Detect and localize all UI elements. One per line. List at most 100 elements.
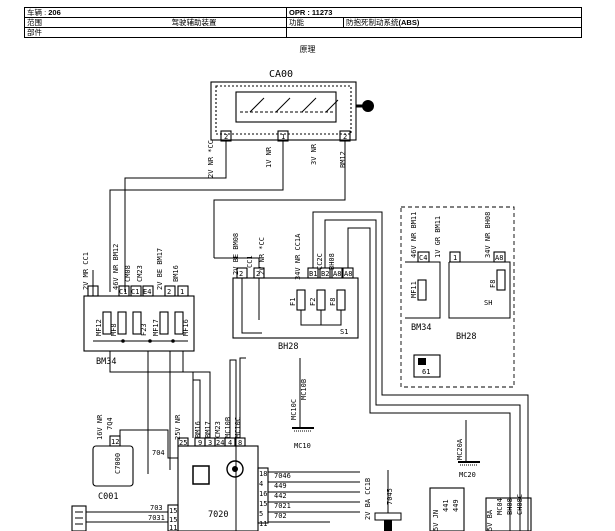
unit-conn-f: MC10C xyxy=(234,417,242,438)
unit-pin-t4: 24 xyxy=(216,439,224,447)
bh28-pin-4: B2 xyxy=(321,270,329,278)
bm34-left-fusebox: 2V MR CC1 46V NR BM12 CM08 CM23 2V BE BM… xyxy=(82,244,195,367)
unit-pin-r1: 18 xyxy=(259,470,267,478)
chip-icon xyxy=(192,465,210,485)
abs-control-unit: 25V NR BM16 BM17 CM23 MC10B MC10C 25 9 3… xyxy=(167,414,269,531)
optional-group: 46V NR BM11 1V GR BM11 34V NR BH08 C4 1 … xyxy=(400,206,515,388)
bh28-pin-1: 2 xyxy=(239,270,243,278)
bot-conn-g: MC04 xyxy=(496,498,504,515)
bot-conn-b: 7045 xyxy=(386,488,394,505)
bh28r-conn-a: 34V NR BH08 xyxy=(484,212,492,258)
unit-pin-t5: 4 xyxy=(228,439,232,447)
unit-pin-l2: 15 xyxy=(169,516,177,524)
wire-702: 702 xyxy=(274,512,287,520)
bh28-fusebox: 2V BE BM08 CC1 2V NR *CC 34V NR CC1A CC2… xyxy=(232,233,359,352)
unit-pin-r3: 16 xyxy=(259,490,267,498)
unit-conn-b: BM16 xyxy=(194,421,202,438)
unit-pin-l1: 15 xyxy=(169,507,177,515)
fuse-f1: F1 xyxy=(289,298,297,306)
c7000-pin: 12 xyxy=(111,438,119,446)
unit-conn-e: MC10B xyxy=(224,417,232,438)
unit-pin-t3: 3 xyxy=(208,439,212,447)
ca00-conn-d: BM12 xyxy=(339,151,347,168)
mc10-conn-b: MC10B xyxy=(300,379,308,400)
bm34-conn-c: CM08 xyxy=(124,265,132,282)
ca00-conn-a: 2V NR *CC xyxy=(207,140,215,178)
bot-conn-a: 2V BA CC1B xyxy=(364,478,372,520)
bot-conn-d: 441 xyxy=(442,499,450,512)
key-icon xyxy=(362,100,374,112)
bm34-right-label: BM34 xyxy=(411,323,431,333)
bh28-conn-f: BH08 xyxy=(328,253,336,270)
part-value-cell xyxy=(286,27,582,38)
bot-conn-e: 449 xyxy=(452,499,460,512)
bottom-right-connectors: 2V BA CC1B 7045 5V JN 441 449 5V BA MC04… xyxy=(364,470,532,531)
bot-conn-h: BH08 xyxy=(506,498,514,515)
fuse-mf16: MF16 xyxy=(182,319,190,336)
bm34r-pin-2: 1 xyxy=(453,254,457,262)
bh28-pin-5: A8 xyxy=(333,270,341,278)
bot-conn-c: 5V JN xyxy=(432,510,440,531)
unit-7020-label: 7020 xyxy=(208,510,228,520)
bh28-conn-c: 2V NR *CC xyxy=(258,237,266,275)
mc20-label: MC20 xyxy=(459,471,476,479)
wire-449: 449 xyxy=(274,482,287,490)
ca00-switch: CA00 2 1 2 2V NR *CC 1V NR 3V NR BM12 xyxy=(207,69,374,178)
c001-label: C001 xyxy=(98,492,118,502)
unit-pin-r5: 5 xyxy=(259,510,263,518)
sh-label: SH xyxy=(484,299,492,307)
unit-conn-d: CM23 xyxy=(214,421,222,438)
fuse-mf17: MF17 xyxy=(152,319,160,336)
unit-pin-r6: 11 xyxy=(259,520,267,528)
bh28-pin-2: 2 xyxy=(256,270,260,278)
bm34-conn-f: BM16 xyxy=(172,265,180,282)
bm34-pin-5: 1 xyxy=(180,288,184,296)
bm34-left-label: BM34 xyxy=(96,357,116,367)
bh28-conn-e: CC2C xyxy=(316,253,324,270)
bh28-pin-6: A8 xyxy=(344,270,352,278)
s61-label: 61 xyxy=(422,368,430,376)
fuse-f23: F23 xyxy=(140,323,148,336)
c7000-component: 16V NR 7Q4 12 C7000 C001 704 xyxy=(92,414,178,502)
bh28-switch-label: S1 xyxy=(340,328,348,336)
wire-7046: 7046 xyxy=(274,472,291,480)
unit-pin-t1: 25 xyxy=(179,439,187,447)
wire-7021: 7021 xyxy=(274,502,291,510)
unit-pin-t2: 9 xyxy=(198,439,202,447)
bm34-conn-e: 2V BE BM17 xyxy=(156,248,164,290)
bh28-pin-3: B1 xyxy=(309,270,317,278)
mc10-ground: MC10C MC10B MC10 xyxy=(290,358,314,450)
bm34r-conn-b: 1V GR BM11 xyxy=(434,216,442,258)
unit-output-wires: 7046 449 442 7021 702 xyxy=(268,471,360,523)
bottom-left-connector: 703 7031 xyxy=(71,504,168,531)
bm34r-conn-a: 46V NR BM11 xyxy=(410,212,418,258)
wire-442: 442 xyxy=(274,492,287,500)
bh28r-pin-1: A8 xyxy=(495,254,503,262)
fuse-mf8: MF8 xyxy=(110,323,118,336)
c7000-conn-a: 16V NR xyxy=(96,414,104,440)
fuse-f2: F2 xyxy=(309,298,317,306)
bh28-conn-b: CC1 xyxy=(246,255,254,268)
diagram-caption: 原理 xyxy=(299,45,316,54)
ca00-conn-b: 1V NR xyxy=(265,146,273,168)
bm34-pin-2: C1 xyxy=(131,288,139,296)
bm34-pin-4: 2 xyxy=(167,288,171,296)
c7000-conn-b: 7Q4 xyxy=(106,417,114,430)
mc10-label: MC10 xyxy=(294,442,311,450)
ca00-label: CA00 xyxy=(269,69,293,80)
bm34r-pin-1: C4 xyxy=(419,254,427,262)
bh28-conn-d: 34V NR CC1A xyxy=(294,233,302,280)
mc10-conn-a: MC10C xyxy=(290,399,298,420)
bh28-conn-a: 2V BE BM08 xyxy=(232,233,240,275)
mc20-ground: MC20A MC20 xyxy=(456,420,480,479)
wire-7031: 7031 xyxy=(148,514,165,522)
ca00-pin-3: 2 xyxy=(343,133,347,141)
bm34-conn-a: 2V MR CC1 xyxy=(82,252,90,290)
ca00-pin-1: 2 xyxy=(224,133,228,141)
bm34-conn-b: 46V NR BM12 xyxy=(112,244,120,290)
ca00-pin-2: 1 xyxy=(281,133,285,141)
bm34-conn-d: CM23 xyxy=(136,265,144,282)
c7000-label: C7000 xyxy=(114,453,122,474)
ca00-conn-c: 3V NR xyxy=(310,143,318,165)
